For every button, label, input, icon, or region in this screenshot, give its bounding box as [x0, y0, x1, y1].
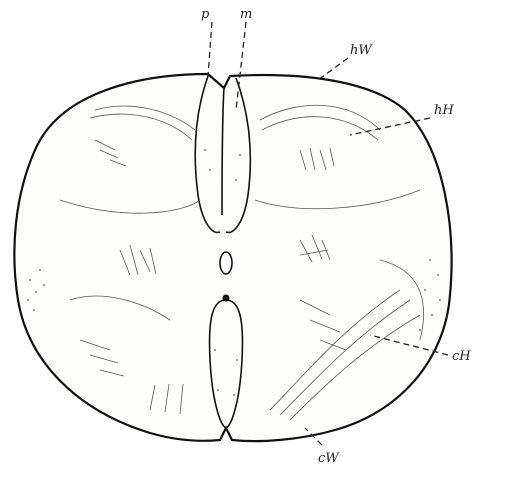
leader-p	[208, 22, 212, 76]
anterior-commissure-mark	[223, 295, 230, 302]
leader-hW	[318, 58, 348, 80]
label-hW: hW	[350, 43, 373, 58]
label-hH: hH	[434, 103, 454, 118]
label-m: m	[240, 7, 252, 22]
central-canal	[220, 252, 232, 274]
label-cW: cW	[318, 451, 340, 466]
cord-outline	[14, 74, 451, 441]
label-cH: cH	[452, 349, 471, 364]
label-p: p	[201, 7, 210, 22]
